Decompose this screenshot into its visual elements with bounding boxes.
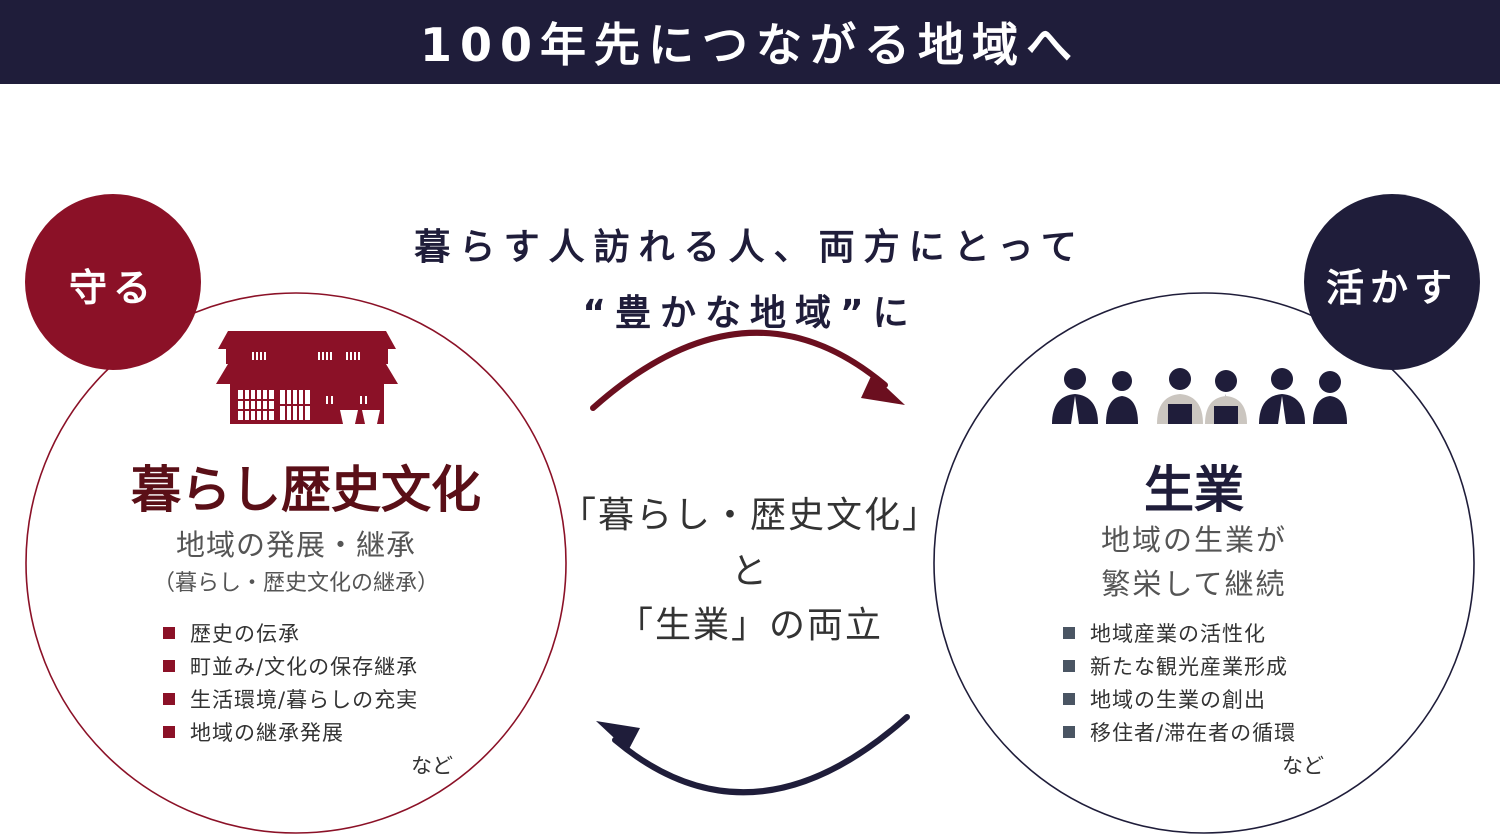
bullet-square	[1063, 659, 1075, 672]
people-group-icon	[1052, 368, 1347, 424]
right-badge	[1304, 194, 1480, 370]
tagline-line-1: 暮らす人訪れる人、両方にとって	[414, 227, 1086, 268]
right-list: 地域産業の活性化 新たな観光産業形成 地域の生業の創出 移住者/滞在者の循環	[1063, 616, 1296, 748]
right-circle	[933, 292, 1475, 834]
left-circle	[25, 292, 567, 834]
bullet-square	[1063, 692, 1075, 705]
left-list: 歴史の伝承 町並み/文化の保存継承 生活環境/暮らしの充実 地域の継承発展	[163, 616, 418, 748]
right-etc: など	[1282, 754, 1324, 778]
page-title: 100年先につながる地域へ	[419, 18, 1081, 72]
left-badge-label: 守る	[68, 266, 157, 310]
list-item: 移住者/滞在者の循環	[1063, 715, 1296, 748]
list-item: 地域の生業の創出	[1063, 682, 1296, 715]
list-item: 歴史の伝承	[163, 616, 418, 649]
list-item: 地域の継承発展	[163, 715, 418, 748]
bullet-square	[163, 659, 175, 672]
left-etc: など	[411, 754, 453, 778]
left-badge	[25, 194, 201, 370]
center-line-3: 「生業」の両立	[616, 605, 883, 646]
arrow-to-left	[596, 714, 910, 796]
bullet-square	[163, 725, 175, 738]
left-heading: 暮らし歴史文化	[131, 461, 481, 519]
list-item: 地域産業の活性化	[1063, 616, 1296, 649]
traditional-house-icon	[216, 331, 398, 424]
bullet-square	[163, 692, 175, 705]
header-banner: 100年先につながる地域へ	[0, 0, 1500, 84]
bullet-square	[1063, 725, 1075, 738]
right-subheading-line-2: 繁栄して継続	[1101, 567, 1287, 601]
right-badge-label: 活かす	[1325, 266, 1458, 310]
right-subheading-line-1: 地域の生業が	[1100, 523, 1287, 557]
left-subheading: 地域の発展・継承	[175, 528, 416, 562]
list-item: 生活環境/暮らしの充実	[163, 682, 418, 715]
center-line-2: と	[730, 551, 769, 592]
right-heading: 生業	[1144, 461, 1244, 519]
bullet-square	[163, 626, 175, 639]
bullet-square	[1063, 626, 1075, 639]
list-item: 新たな観光産業形成	[1063, 649, 1296, 682]
arrow-to-right	[590, 329, 905, 411]
left-note: （暮らし・歴史文化の継承）	[152, 571, 439, 596]
tagline-line-2: “豊かな地域”に	[582, 293, 918, 334]
center-line-1: 「暮らし・歴史文化」	[559, 495, 940, 536]
list-item: 町並み/文化の保存継承	[163, 649, 418, 682]
